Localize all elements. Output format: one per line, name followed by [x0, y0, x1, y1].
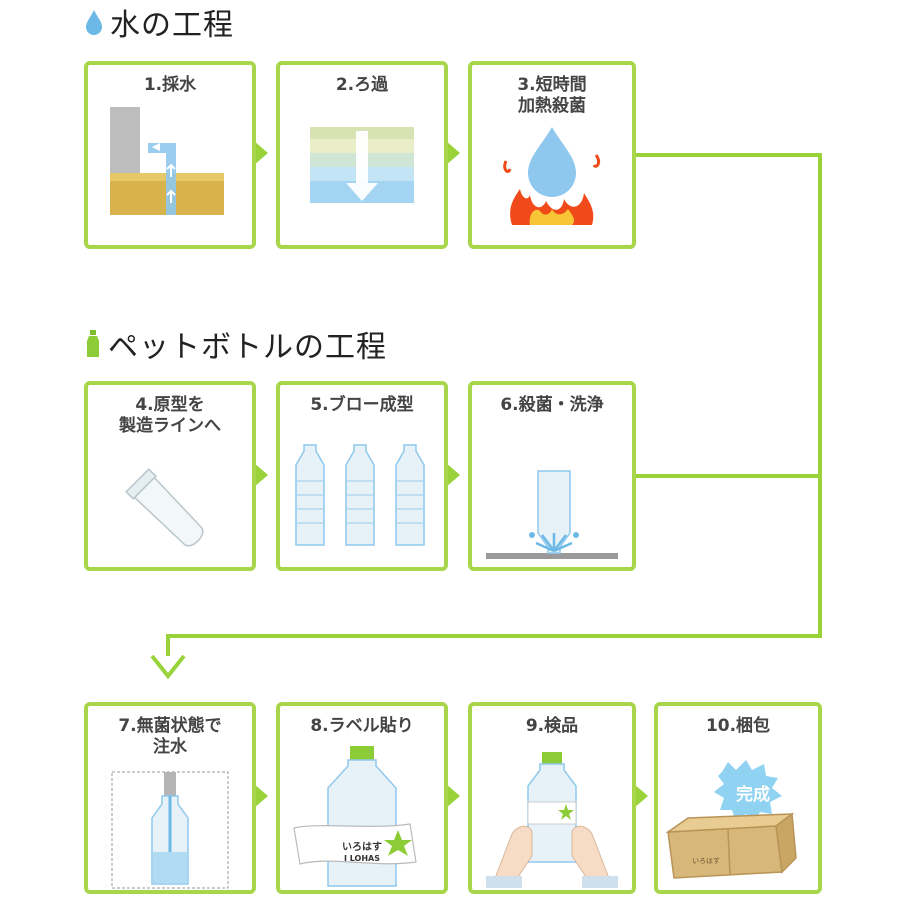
step-label: 3.短時間 加熱殺菌 — [517, 75, 587, 116]
preform-icon — [125, 468, 204, 547]
flow-arrow — [446, 784, 460, 808]
water-pump-icon — [110, 107, 224, 215]
step-7-aseptic-filling: 7.無菌状態で 注水 — [84, 702, 256, 894]
heat-sterilize-icon — [503, 127, 601, 225]
step-label: 1.採水 — [143, 75, 197, 95]
flow-arrow — [446, 141, 460, 165]
step-label: 8.ラベル貼り — [310, 716, 414, 736]
fill-bottle-icon — [111, 771, 229, 889]
product-label: いろはす I LOHAS — [342, 842, 382, 864]
flow-arrow — [254, 463, 268, 487]
complete-badge: 完成 — [736, 785, 770, 805]
step-3-heat-sterilization: 3.短時間 加熱殺菌 — [468, 61, 636, 249]
water-section-label: 水の工程 — [110, 8, 234, 43]
inspect-icon — [486, 752, 618, 888]
flow-arrow — [634, 784, 648, 808]
water-section-title: 水の工程 — [84, 0, 234, 44]
step-2-filtration: 2.ろ過 — [276, 61, 448, 249]
step-1-sampling: 1.採水 — [84, 61, 256, 249]
step-label: 10.梱包 — [705, 716, 771, 736]
step-label: 4.原型を 製造ラインへ — [119, 395, 221, 436]
bottle-section-label: ペットボトルの工程 — [108, 330, 387, 365]
brand-en: I LOHAS — [343, 854, 381, 863]
water-drop-icon — [86, 10, 102, 35]
step-9-inspection: 9.検品 — [468, 702, 636, 894]
label-bottle-icon — [293, 746, 417, 887]
step-label: 6.殺菌・洗浄 — [500, 395, 604, 415]
flow-arrow — [446, 463, 460, 487]
step-4-preform-to-line: 4.原型を 製造ラインへ — [84, 381, 256, 571]
step-label: 5.ブロー成型 — [310, 395, 414, 415]
bottles-icon — [295, 444, 425, 546]
step-label: 9.検品 — [525, 716, 579, 736]
filter-icon — [310, 127, 414, 203]
step-8-labeling: 8.ラベル貼り いろはす I LOHAS — [276, 702, 448, 894]
step-label: 2.ろ過 — [335, 75, 389, 95]
flow-arrow — [254, 141, 268, 165]
step-label: 7.無菌状態で 注水 — [118, 716, 222, 757]
box-brand: いろはす — [692, 857, 720, 865]
step-10-packaging: 10.梱包 完成 いろはす — [654, 702, 822, 894]
bottle-icon — [87, 330, 99, 357]
bottle-rinse-icon — [486, 470, 618, 559]
box-package-icon — [665, 760, 797, 879]
bottle-section-title: ペットボトルの工程 — [84, 322, 387, 366]
step-5-blow-molding: 5.ブロー成型 — [276, 381, 448, 571]
flow-arrow — [254, 784, 268, 808]
brand-jp: いろはす — [342, 842, 382, 853]
step-6-sterilize-wash: 6.殺菌・洗浄 — [468, 381, 636, 571]
